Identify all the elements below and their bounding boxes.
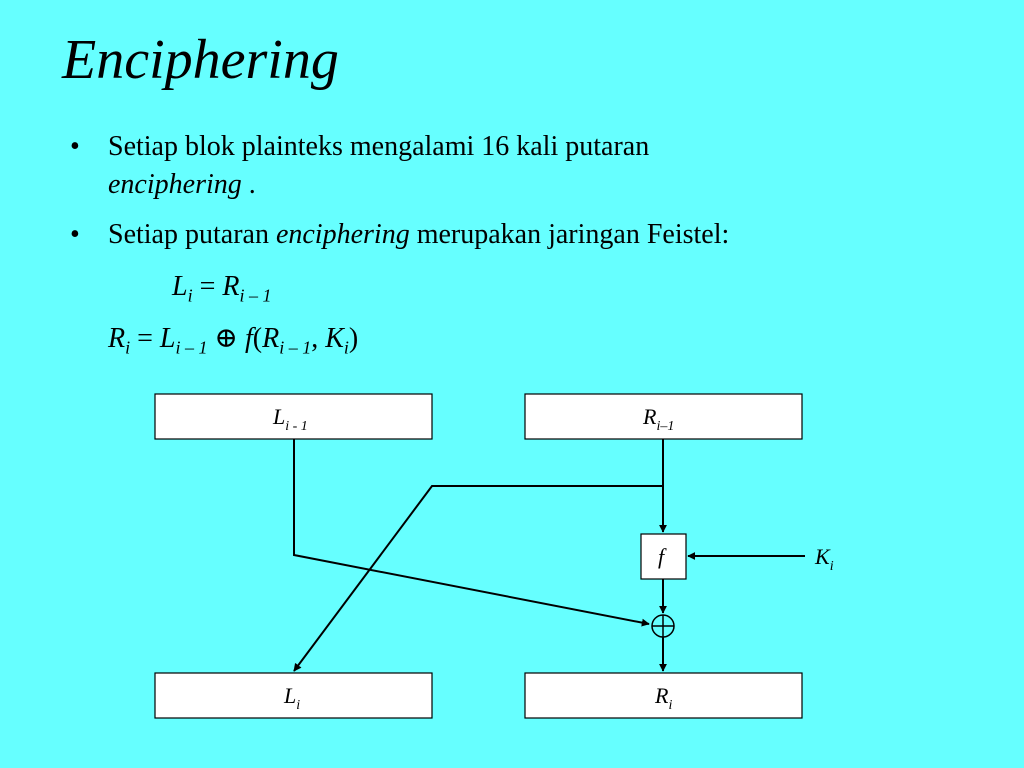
label-l-new: Li <box>283 683 300 713</box>
eq1-rhs-sub: i – 1 <box>239 285 272 306</box>
box-l-prev <box>154 393 433 440</box>
bullet-2-pre: Setiap putaran <box>108 219 276 250</box>
eq2-term1-sub: i – 1 <box>175 337 208 358</box>
bullet-item-1: • Setiap blok plainteks mengalami 16 kal… <box>70 128 950 204</box>
equation-left-update: Li = Ri – 1 <box>172 270 272 313</box>
bullet-1-tail: . <box>241 169 256 200</box>
arrow-l-to-xor <box>293 439 650 627</box>
eq2-func: f <box>244 323 253 354</box>
slide-title: Enciphering <box>62 29 339 91</box>
label-key: Ki <box>814 544 834 574</box>
eq1-equals: = <box>192 271 223 302</box>
label-r-new: Ri <box>654 683 672 713</box>
box-f <box>640 533 687 580</box>
eq2-arg1-sub: i – 1 <box>279 337 312 358</box>
box-r-prev <box>524 393 803 440</box>
bullet-1-line-2: enciphering . <box>108 166 950 204</box>
label-l-prev: Li - 1 <box>272 404 308 434</box>
eq2-arg1: R <box>262 323 280 354</box>
bullet-item-2: • Setiap putaran enciphering merupakan j… <box>70 216 950 254</box>
eq2-comma: , <box>311 323 326 354</box>
eq2-lhs: R <box>108 323 126 354</box>
label-r-prev: Ri–1 <box>642 404 674 434</box>
bullet-2-italic: enciphering <box>275 219 410 250</box>
eq1-lhs-sub: i <box>187 285 193 306</box>
eq2-equals: = <box>130 323 160 354</box>
bullet-dot: • <box>70 219 80 250</box>
eq1-rhs: R <box>222 271 240 302</box>
bullet-dot: • <box>70 131 80 162</box>
eq2-lhs-sub: i <box>125 337 131 358</box>
eq1-lhs: L <box>172 271 188 302</box>
eq2-close-paren: ) <box>348 323 359 354</box>
eq2-open-paren: ( <box>252 323 263 354</box>
eq2-arg2: K <box>325 323 344 354</box>
bullet-1-line-1: Setiap blok plainteks mengalami 16 kali … <box>108 131 650 162</box>
arrow-r-to-l-new <box>293 485 663 672</box>
bullet-2-post: merupakan jaringan Feistel: <box>409 219 730 250</box>
eq2-term1: L <box>159 323 176 354</box>
bullet-list: • Setiap blok plainteks mengalami 16 kal… <box>70 128 950 266</box>
bullet-1-italic: enciphering <box>108 169 242 200</box>
bullet-2-line: Setiap putaran enciphering merupakan jar… <box>108 216 950 254</box>
label-f: f <box>658 544 667 569</box>
box-l-new <box>154 672 433 719</box>
eq2-arg2-sub: i <box>343 337 349 358</box>
xor-icon <box>651 614 675 638</box>
eq2-xor: ⊕ <box>207 323 245 354</box>
equation-right-update: Ri = Li – 1 ⊕ f(Ri – 1, Ki) <box>108 322 358 365</box>
box-r-new <box>524 672 803 719</box>
